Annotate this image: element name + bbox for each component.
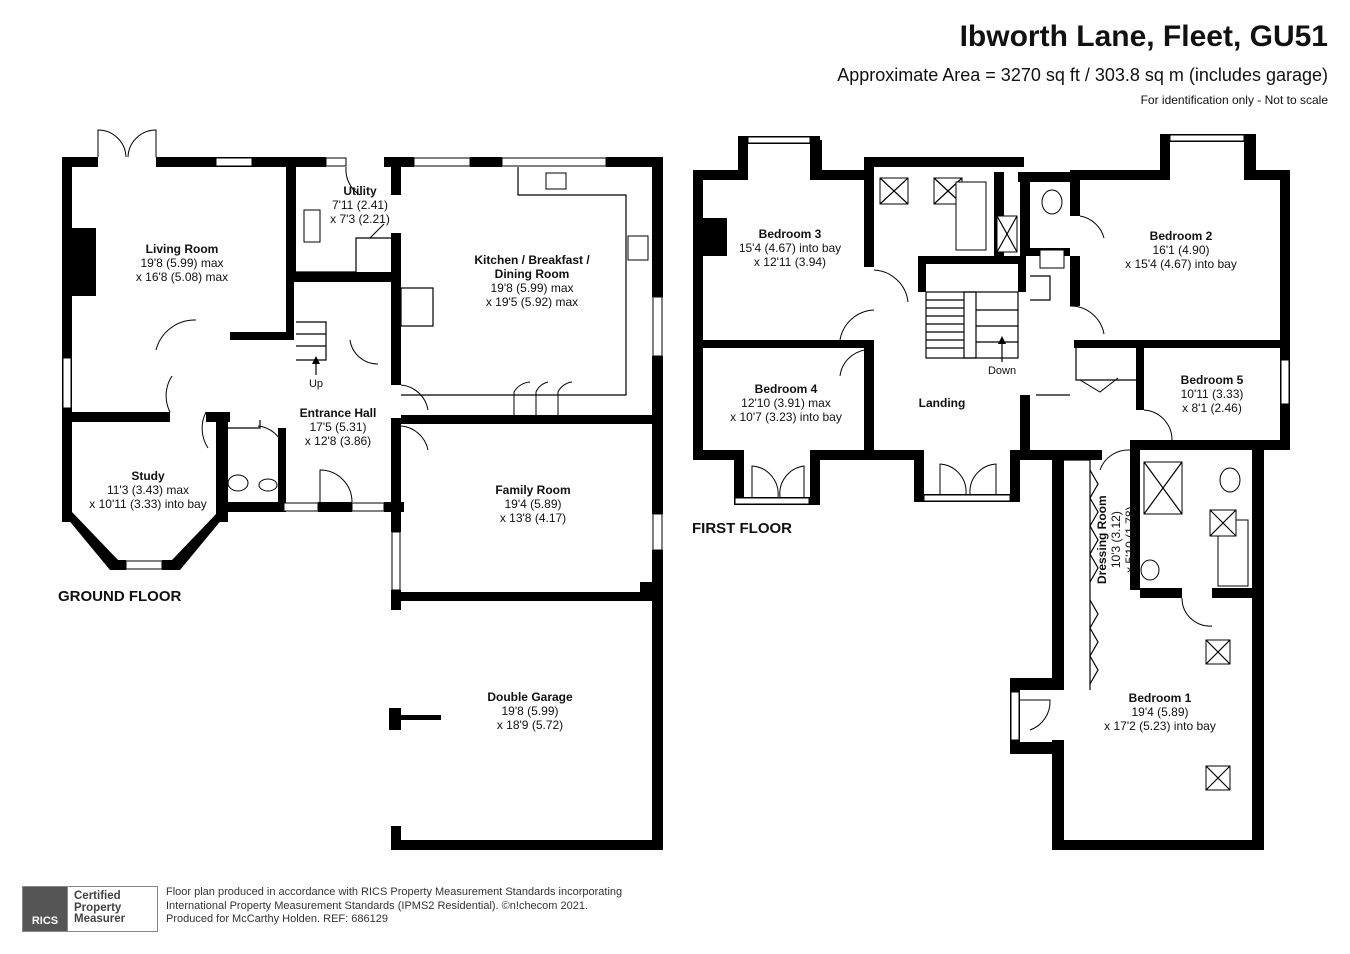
room-name-2: Dining Room [494, 267, 570, 281]
room-name: Bedroom 2 [1149, 229, 1213, 243]
room-dim-1: 11'3 (3.43) max [106, 483, 190, 497]
room-name: Living Room [145, 242, 219, 256]
room-dim-2: x 19'5 (5.92) max [485, 295, 579, 309]
room-dim-2: x 12'11 (3.94) [753, 255, 827, 269]
room-utility: Utility 7'11 (2.41) x 7'3 (2.21) [330, 184, 390, 226]
stairs-down-label: Down [987, 365, 1017, 377]
room-kitchen: Kitchen / Breakfast / Dining Room 19'8 (… [474, 253, 589, 309]
room-name: Bedroom 3 [758, 227, 822, 241]
room-name: Study [131, 469, 165, 483]
badge-line-1: Certified [74, 890, 121, 902]
ground-floor-walls [62, 157, 663, 850]
room-dim-1: 10'3 (3.12) [1109, 511, 1123, 569]
room-dim-2: x 16'8 (5.08) max [135, 270, 229, 284]
stairs-up-label: Up [308, 378, 324, 390]
room-entrance-hall: Entrance Hall 17'5 (5.31) x 12'8 (3.86) [300, 406, 377, 448]
room-bedroom-4: Bedroom 4 12'10 (3.91) max x 10'7 (3.23)… [730, 382, 842, 424]
first-floor-details [734, 134, 1290, 791]
room-dim-1: 17'5 (5.31) [309, 420, 367, 434]
room-dim-2: x 10'11 (3.33) into bay [89, 497, 207, 511]
footer-line-2: International Property Measurement Stand… [166, 899, 589, 912]
room-name: Double Garage [487, 690, 573, 704]
room-dim-1: 10'11 (3.33) [1180, 387, 1244, 401]
room-dim-1: 19'8 (5.99) [501, 704, 559, 718]
room-dim-2: x 13'8 (4.17) [499, 511, 567, 525]
room-family: Family Room 19'4 (5.89) x 13'8 (4.17) [495, 483, 570, 525]
room-living: Living Room 19'8 (5.99) max x 16'8 (5.08… [136, 242, 228, 284]
room-dim-1: 19'8 (5.99) max [490, 281, 574, 295]
room-dressing: Dressing Room 10'3 (3.12) x 5'10 (1.78) [1095, 495, 1137, 584]
room-dim-1: 7'11 (2.41) [331, 198, 389, 212]
room-study: Study 11'3 (3.43) max x 10'11 (3.33) int… [89, 469, 206, 511]
footer-line-1: Floor plan produced in accordance with R… [166, 886, 623, 898]
room-dim-2: x 12'8 (3.86) [304, 434, 372, 448]
footer-line-3: Produced for McCarthy Holden. REF: 68612… [166, 913, 388, 925]
rics-logo: RICS [23, 887, 67, 931]
room-garage: Double Garage 19'8 (5.99) x 18'9 (5.72) [487, 690, 572, 732]
room-name: Dressing Room [1095, 495, 1109, 584]
area-summary: Approximate Area = 3270 sq ft / 303.8 sq… [837, 65, 1328, 85]
room-dim-2: x 10'7 (3.23) into bay [730, 410, 842, 424]
room-name: Kitchen / Breakfast / [474, 253, 590, 267]
room-dim-1: 19'4 (5.89) [1131, 705, 1189, 719]
footer-text: Floor plan produced in accordance with R… [166, 886, 622, 927]
room-bedroom-1: Bedroom 1 19'4 (5.89) x 17'2 (5.23) into… [1104, 691, 1216, 733]
badge-line-3: Measurer [74, 913, 126, 925]
room-dim-1: 15'4 (4.67) into bay [738, 241, 842, 255]
room-dim-2: x 5'10 (1.78) [1123, 506, 1137, 573]
room-name: Bedroom 4 [754, 382, 818, 396]
rics-certified-text: Certified Property Measurer [67, 887, 157, 931]
room-bedroom-2: Bedroom 2 16'1 (4.90) x 15'4 (4.67) into… [1125, 229, 1237, 271]
room-dim-1: 12'10 (3.91) max [741, 396, 831, 410]
rics-badge: RICS Certified Property Measurer [22, 886, 158, 932]
room-bedroom-5: Bedroom 5 10'11 (3.33) x 8'1 (2.46) [1181, 373, 1244, 415]
first-floor-label: FIRST FLOOR [692, 520, 792, 537]
ground-floor-label: GROUND FLOOR [58, 588, 182, 605]
room-bedroom-3: Bedroom 3 15'4 (4.67) into bay x 12'11 (… [739, 227, 841, 269]
room-dim-2: x 8'1 (2.46) [1182, 401, 1242, 415]
room-name: Entrance Hall [299, 406, 377, 420]
room-name: Utility [343, 184, 377, 198]
room-dim-2: x 15'4 (4.67) into bay [1125, 257, 1237, 271]
room-name: Bedroom 1 [1128, 691, 1192, 705]
badge-line-2: Property [74, 901, 122, 914]
room-name: Family Room [495, 483, 571, 497]
room-dim-2: x 17'2 (5.23) into bay [1104, 719, 1216, 733]
room-name: Landing [918, 396, 966, 410]
ground-floor-details [62, 129, 663, 591]
room-name: Bedroom 5 [1180, 373, 1244, 387]
room-dim-1: 19'4 (5.89) [504, 497, 562, 511]
scale-note: For identification only - Not to scale [1140, 93, 1328, 107]
room-landing: Landing [919, 396, 966, 410]
room-dim-1: 19'8 (5.99) max [140, 256, 224, 270]
room-dim-2: x 18'9 (5.72) [496, 718, 564, 732]
room-dim-2: x 7'3 (2.21) [330, 212, 390, 226]
room-dim-1: 16'1 (4.90) [1152, 243, 1210, 257]
property-title: Ibworth Lane, Fleet, GU51 [959, 20, 1328, 53]
